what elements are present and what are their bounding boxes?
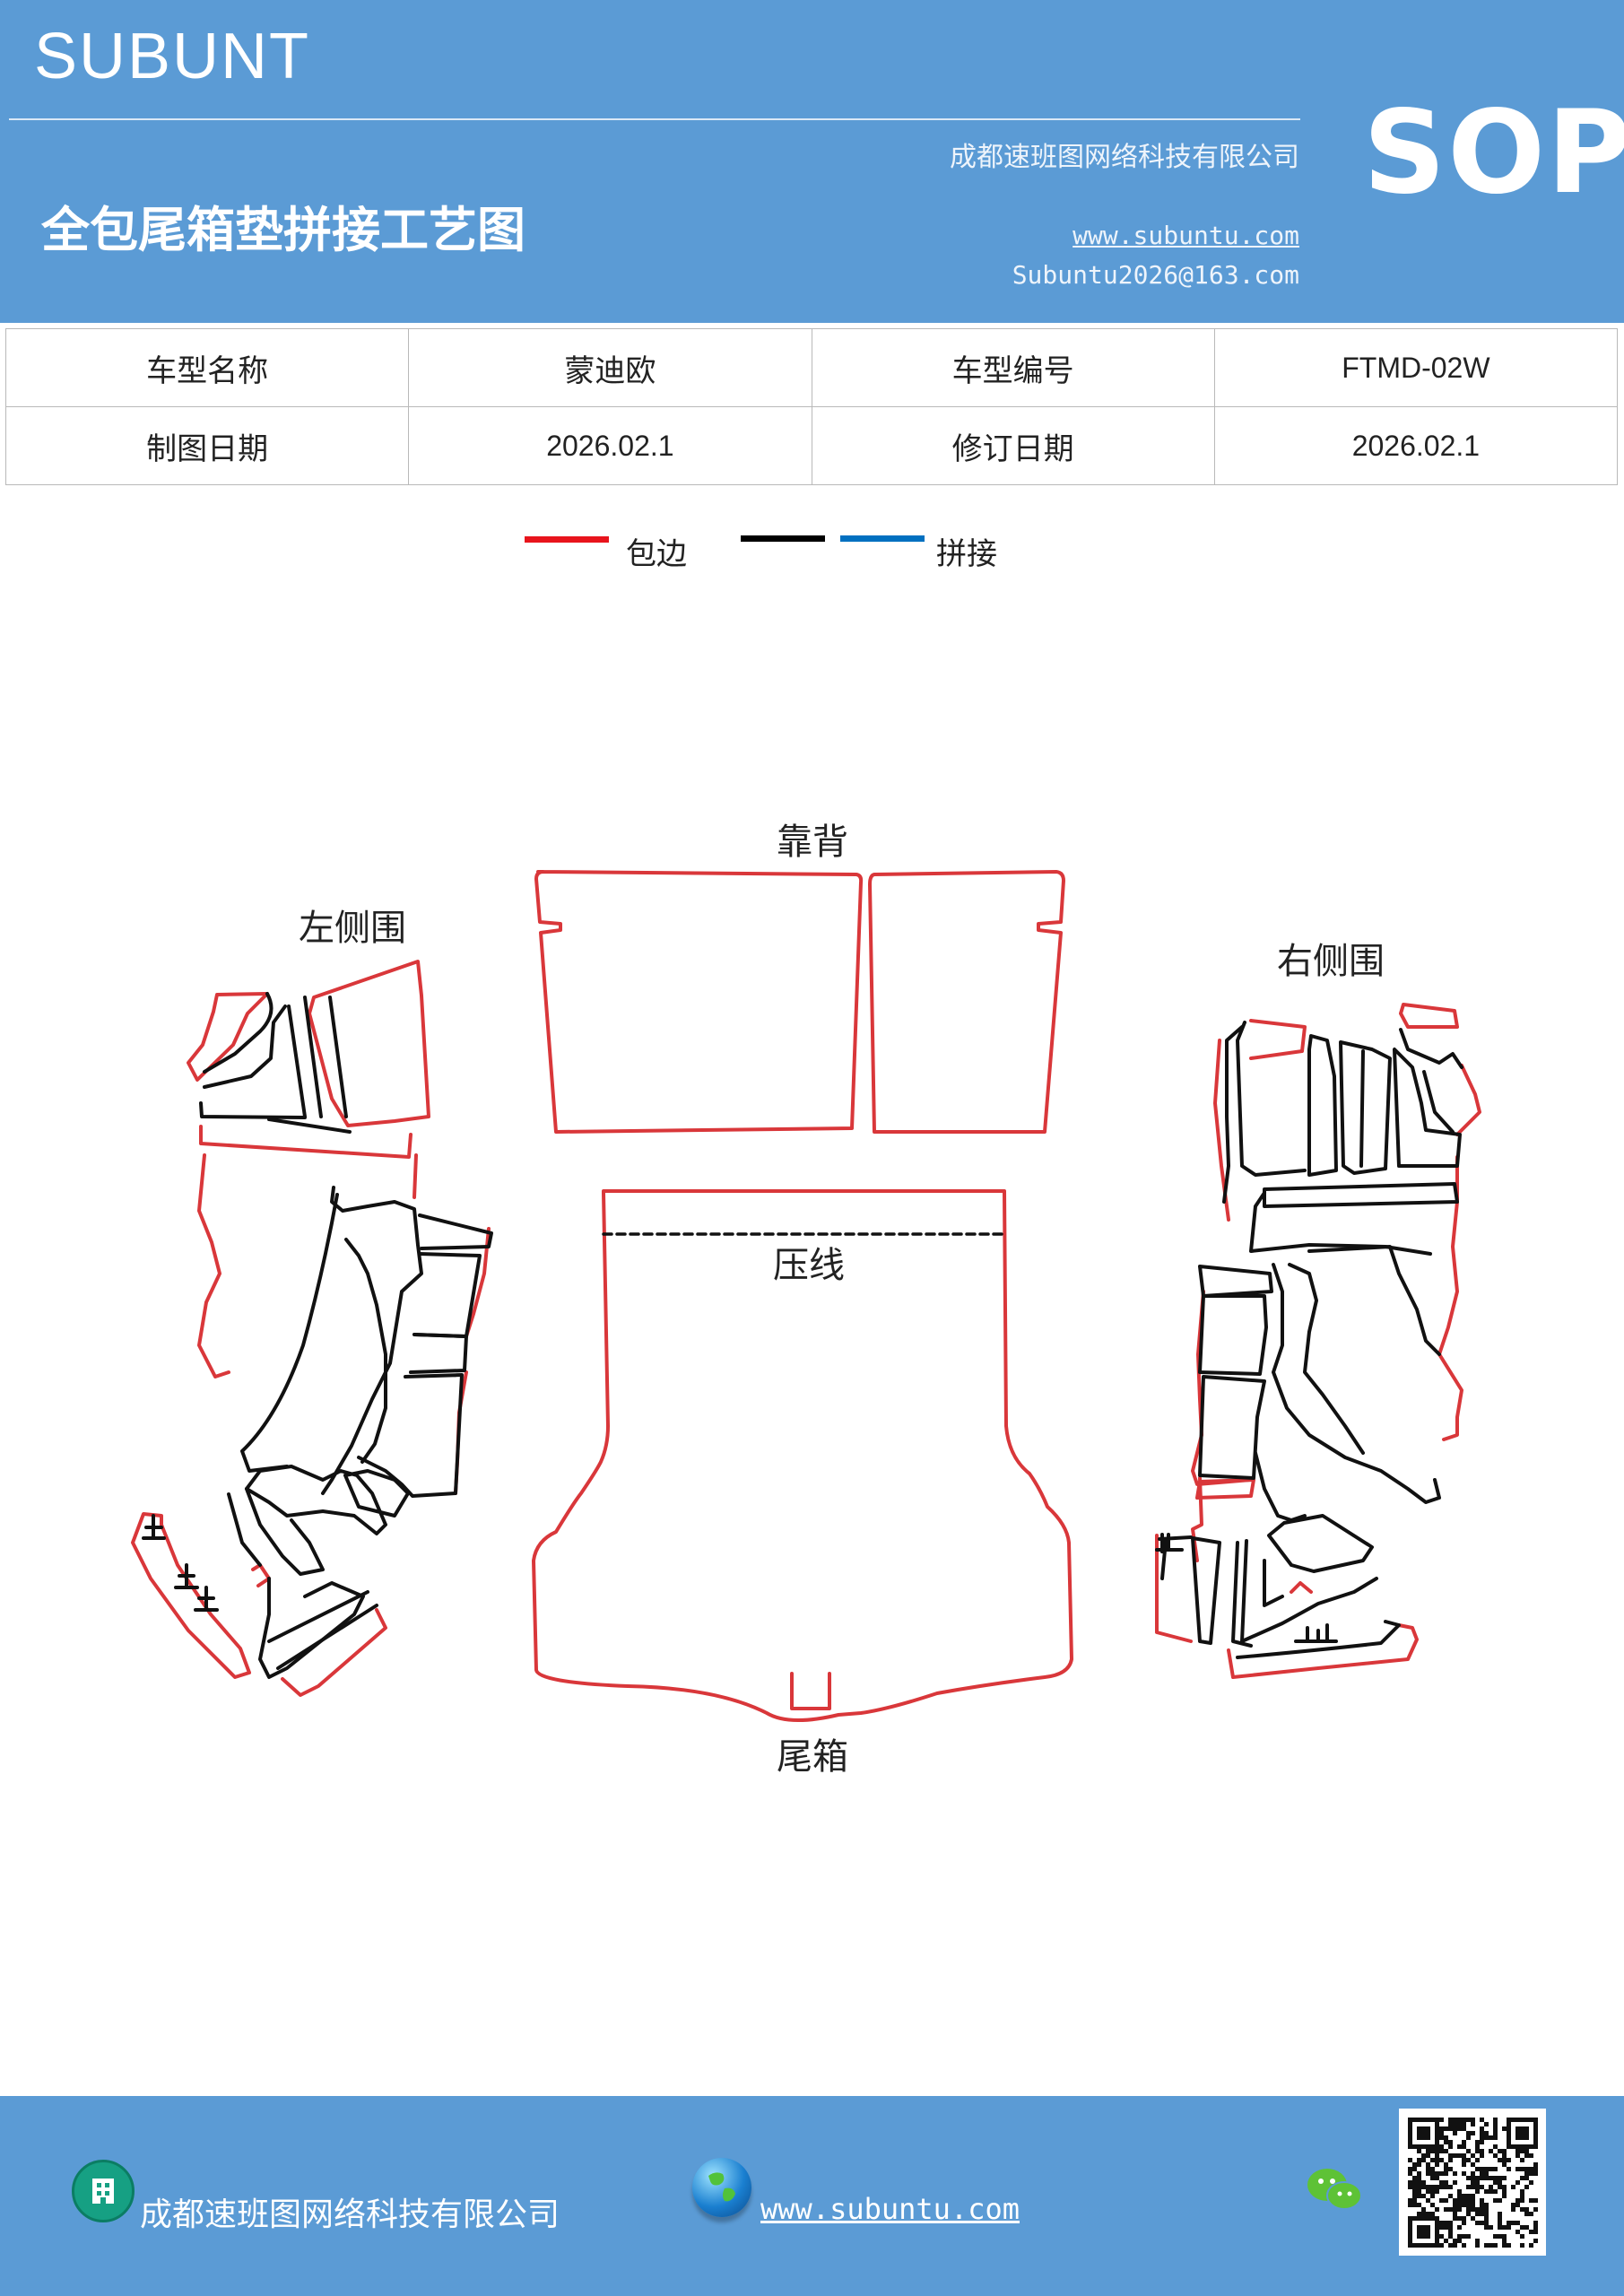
legend-splice-label: 拼接 xyxy=(936,536,997,572)
right-side-wall-splices xyxy=(1155,1021,1463,1659)
mat-splice-diagram: 靠背 左侧围 右侧围 压线 尾箱 xyxy=(131,822,1481,1778)
revise-date-label: 修订日期 xyxy=(811,406,1215,485)
globe-icon xyxy=(692,2158,751,2217)
qr-code[interactable] xyxy=(1399,2109,1546,2256)
page-title: 全包尾箱垫拼接工艺图 xyxy=(41,201,525,258)
legend-edge-line xyxy=(525,536,609,543)
wechat-icon xyxy=(1305,2163,1364,2217)
table-row: 车型名称 蒙迪欧 车型编号 FTMD-02W xyxy=(4,328,1619,407)
trunk-label: 尾箱 xyxy=(777,1736,848,1778)
draw-date-label: 制图日期 xyxy=(4,406,410,485)
backrest-label: 靠背 xyxy=(777,822,848,863)
sop-badge: SOP xyxy=(1363,86,1624,220)
legend-black-line xyxy=(741,535,825,542)
trunk-floor-panel xyxy=(532,1189,1073,1722)
model-name-value: 蒙迪欧 xyxy=(408,328,812,407)
trunk-handle-slot xyxy=(790,1672,831,1710)
backrest-right-panel xyxy=(868,870,1065,1134)
header-banner xyxy=(0,0,1624,323)
model-code-value: FTMD-02W xyxy=(1213,328,1619,407)
legend-splice-line xyxy=(840,535,925,542)
left-side-label: 左侧围 xyxy=(299,908,406,949)
backrest-left-panel xyxy=(534,870,864,1134)
draw-date-value: 2026.02.1 xyxy=(408,406,812,485)
legend-edge-label: 包边 xyxy=(626,536,687,572)
company-name: 成都速班图网络科技有限公司 xyxy=(950,142,1299,173)
revise-date-value: 2026.02.1 xyxy=(1213,406,1619,485)
vehicle-info-table: 车型名称 蒙迪欧 车型编号 FTMD-02W 制图日期 2026.02.1 修订… xyxy=(4,328,1619,485)
right-side-label: 右侧围 xyxy=(1277,941,1385,982)
brand-name: SUBUNT xyxy=(34,21,311,92)
footer-company-name: 成都速班图网络科技有限公司 xyxy=(140,2196,560,2233)
model-name-label: 车型名称 xyxy=(4,328,410,407)
model-code-label: 车型编号 xyxy=(811,328,1215,407)
email-address: Subuntu2026@163.com xyxy=(1012,260,1299,290)
footer-website-link[interactable]: www.subuntu.com xyxy=(760,2192,1020,2226)
press-line-label: 压线 xyxy=(773,1245,845,1286)
website-link[interactable]: www.subuntu.com xyxy=(1073,221,1299,250)
header-divider xyxy=(9,118,1300,120)
left-side-wall-splices xyxy=(142,992,493,1679)
table-row: 制图日期 2026.02.1 修订日期 2026.02.1 xyxy=(4,406,1619,485)
building-icon xyxy=(72,2160,135,2222)
